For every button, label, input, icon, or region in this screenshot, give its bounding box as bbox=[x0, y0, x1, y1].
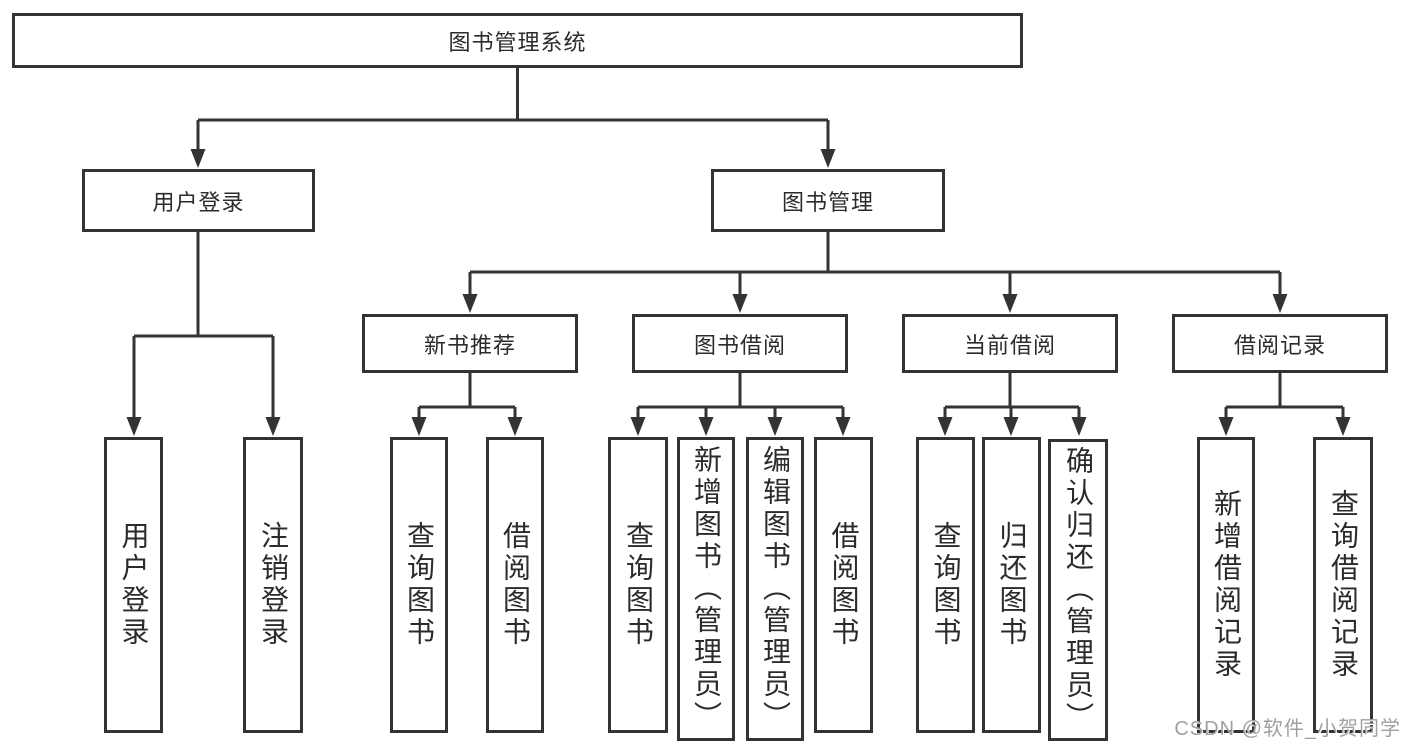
node-library-management-system: 图书管理系统 bbox=[12, 13, 1023, 68]
leaf-user-login: 用户登录 bbox=[104, 437, 163, 733]
node-new-book-recommendation: 新书推荐 bbox=[362, 314, 578, 373]
leaf-label: 查询图书 bbox=[930, 521, 962, 649]
leaf-add-borrow-record: 新增借阅记录 bbox=[1197, 437, 1255, 733]
leaf-logout: 注销登录 bbox=[243, 437, 303, 733]
leaf-label: 查询图书 bbox=[404, 521, 435, 649]
leaf-borrow-books-2: 借阅图书 bbox=[814, 437, 873, 733]
leaf-label: 新增借阅记录 bbox=[1211, 489, 1242, 681]
leaf-label: 注销登录 bbox=[258, 521, 289, 649]
leaf-query-borrow-record: 查询借阅记录 bbox=[1313, 437, 1373, 733]
leaf-label: 用户登录 bbox=[118, 521, 150, 649]
node-user-login-branch: 用户登录 bbox=[82, 169, 315, 232]
node-book-borrowing: 图书借阅 bbox=[632, 314, 848, 373]
leaf-confirm-return-admin: 确认归还（管理员） bbox=[1048, 439, 1108, 741]
leaf-return-books: 归还图书 bbox=[982, 437, 1041, 733]
leaf-query-books-2: 查询图书 bbox=[608, 437, 668, 733]
leaf-label: 借阅图书 bbox=[828, 521, 860, 649]
leaf-label: 编辑图书（管理员） bbox=[760, 445, 791, 733]
node-book-management-branch: 图书管理 bbox=[711, 169, 945, 232]
node-borrowing-records: 借阅记录 bbox=[1172, 314, 1388, 373]
leaf-edit-books-admin: 编辑图书（管理员） bbox=[746, 437, 804, 741]
leaf-label: 确认归还（管理员） bbox=[1063, 446, 1094, 734]
leaf-borrow-books-1: 借阅图书 bbox=[486, 437, 544, 733]
leaf-label: 查询借阅记录 bbox=[1328, 489, 1359, 681]
leaf-label: 借阅图书 bbox=[500, 521, 531, 649]
leaf-query-books-1: 查询图书 bbox=[390, 437, 448, 733]
node-current-borrowing: 当前借阅 bbox=[902, 314, 1118, 373]
csdn-watermark: CSDN @软件_小贺同学 bbox=[1174, 718, 1401, 740]
leaf-label: 归还图书 bbox=[996, 521, 1028, 649]
leaf-label: 查询图书 bbox=[623, 521, 654, 649]
leaf-query-books-3: 查询图书 bbox=[916, 437, 975, 733]
leaf-add-books-admin: 新增图书（管理员） bbox=[677, 437, 735, 741]
leaf-label: 新增图书（管理员） bbox=[691, 445, 722, 733]
